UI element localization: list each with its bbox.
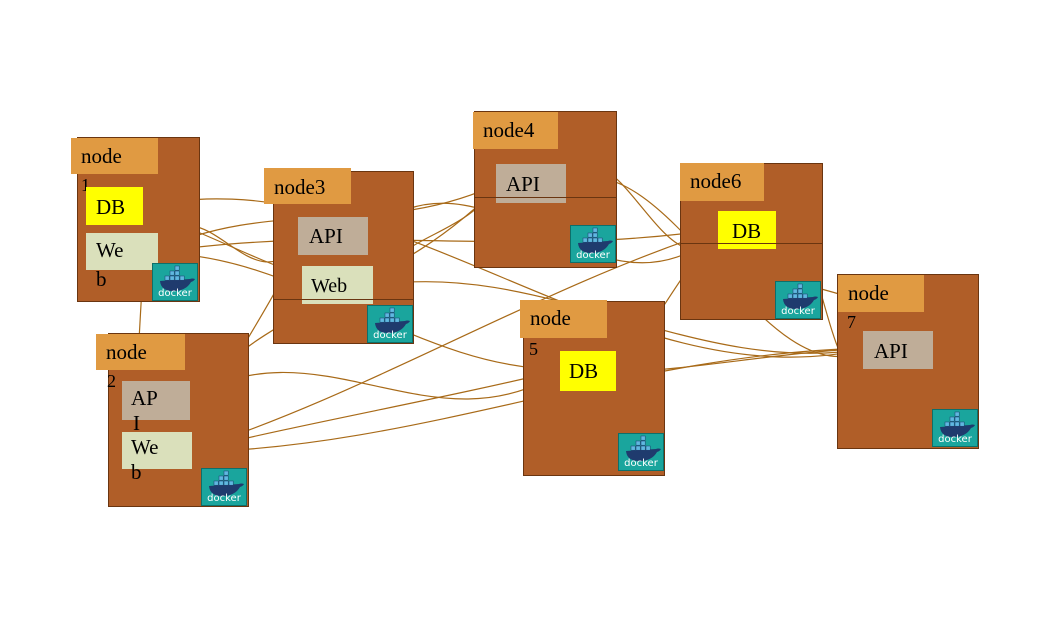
node-7[interactable]: node 7 API docker <box>837 274 979 449</box>
node-1-label-number: 1 <box>81 175 90 195</box>
node-7-label: node <box>838 275 924 312</box>
node-7-docker-icon: docker <box>932 409 978 447</box>
node-4[interactable]: node4 API docker <box>473 111 617 268</box>
node-3[interactable]: node3 API Web docker <box>264 168 414 344</box>
node-3-label: node3 <box>264 168 351 204</box>
node-1-web-text-wrap: b <box>96 267 107 291</box>
node-4-label: node4 <box>473 112 558 149</box>
node-3-docker-icon: docker <box>367 305 413 343</box>
node-3-api-service[interactable]: API <box>298 217 368 255</box>
node-1-db-service[interactable]: DB <box>86 187 143 225</box>
node-2-web-text-wrap: b <box>131 460 142 484</box>
node-2-docker-icon: docker <box>201 468 247 506</box>
node-2-web-text: We <box>131 435 159 459</box>
node-6-docker-icon: docker <box>775 281 821 319</box>
node-2-label: node <box>96 334 185 370</box>
node-6[interactable]: node6 DB docker <box>680 163 823 320</box>
node-2-web-service[interactable]: We b <box>122 432 192 483</box>
node-5-docker-icon: docker <box>618 433 664 471</box>
node-2-api-service[interactable]: AP I <box>122 381 190 434</box>
node-4-docker-icon: docker <box>570 225 616 263</box>
node-2-api-text: AP <box>131 386 158 410</box>
node-2-label-number: 2 <box>107 371 116 391</box>
node-1[interactable]: node 1 DB We b docker <box>71 137 200 302</box>
node-7-label-number: 7 <box>847 312 856 332</box>
node-6-db-service[interactable]: DB <box>718 211 776 249</box>
node-1-docker-icon: docker <box>152 263 198 301</box>
node-1-web-service[interactable]: We b <box>86 233 158 290</box>
node-2[interactable]: node 2 AP I We b docker <box>96 333 249 507</box>
connection-line <box>150 227 724 254</box>
node-2-api-text-wrap: I <box>133 411 140 435</box>
node-7-api-service[interactable]: API <box>863 331 933 369</box>
node-5-db-service[interactable]: DB <box>560 351 616 391</box>
node-3-web-service[interactable]: Web <box>302 266 373 304</box>
node-5[interactable]: node 5 DB docker <box>520 300 665 476</box>
node-4-api-service[interactable]: API <box>496 164 566 203</box>
node-5-label: node <box>520 300 607 338</box>
node-5-label-number: 5 <box>529 339 538 359</box>
node-1-web-text: We <box>96 238 124 262</box>
node-6-label: node6 <box>680 163 764 201</box>
node-1-label: node <box>71 138 158 174</box>
